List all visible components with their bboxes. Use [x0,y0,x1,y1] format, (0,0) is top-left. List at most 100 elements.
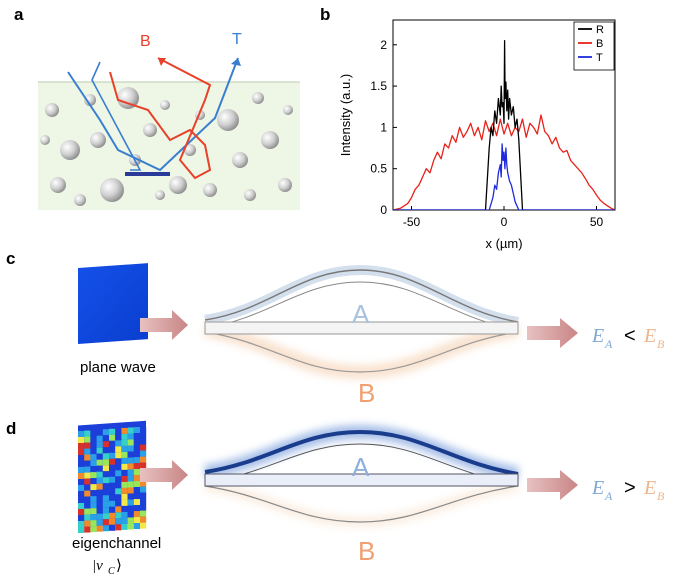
wavefront-cell [127,445,134,452]
junction-bar [204,473,519,487]
legend-label-r: R [596,24,604,36]
transmitted-ray-arrowhead [231,58,241,66]
series-line-t [393,143,615,210]
wavefront-cell [84,454,91,461]
wavefront-cell [84,448,91,455]
wavefront-cell [78,467,85,473]
wavefront-cell [133,427,140,434]
arm-b-lower [204,485,519,523]
wavefront-cell [102,525,109,532]
wavefront-cell [133,517,140,524]
wavefront-cell [90,466,97,473]
energy-b: E [643,325,656,347]
wavefront-cell [78,527,85,533]
particle [50,177,66,193]
wavefront-cell [90,514,97,521]
wavefront-cell [96,471,103,478]
wavefront-cell [115,512,122,519]
wavefront-cell [96,453,103,460]
wavefront-cell [115,518,122,525]
wavefront-cell [78,431,85,437]
eigenchannel-ket: |v C ⟩ [92,557,122,577]
wavefront-cell [96,489,103,496]
ket-close: ⟩ [116,557,122,574]
wavefront-cell [140,438,147,445]
particle [184,144,196,156]
wavefront-cell [102,459,109,466]
wavefront-cell [102,477,109,484]
y-tick-label: 0 [380,203,387,217]
wavefront-cell [127,469,134,476]
particle [143,123,157,137]
wavefront-cell [121,439,128,446]
backscattered-ray-arrowhead [158,58,166,66]
wavefront-cell [90,490,97,497]
series-line-r [393,40,615,210]
wavefront-cell [109,446,116,453]
wavefront-cell [109,458,116,465]
wavefront-cell [133,499,140,506]
x-tick-label: -50 [403,215,421,229]
legend-label-b: B [596,38,603,50]
wavefront-cell [133,469,140,476]
wavefront-cell [127,451,134,458]
wavefront-cell [102,501,109,508]
wavefront-cell [133,505,140,512]
wavefront-cell [115,524,122,531]
wavefront-cell [78,461,85,467]
arm-a-lower [204,281,519,331]
relation-operator: < [624,325,636,347]
particle [155,190,165,200]
target-bar [125,172,170,176]
wavefront-cell [84,490,91,497]
wavefront-cell [109,428,116,435]
ket-sub: C [108,566,115,577]
wavefront-cell [78,497,85,503]
wavefront-cell [115,446,122,453]
wavefront-cell [96,525,103,532]
wavefront-cell [121,481,128,488]
panel-d: d eigenchannel |v C ⟩ A B E A > E B [6,419,665,577]
x-axis-label: x (µm) [485,236,522,251]
particle [283,105,293,115]
arm-label-a: A [352,299,370,329]
wavefront-cell [109,512,116,519]
particle [60,140,80,160]
ray-label-t: T [232,31,242,48]
wavefront-cell [127,487,134,494]
energy-a: E [591,477,604,499]
energy-a: E [591,325,604,347]
wavefront-cell [140,504,147,511]
wavefront-cell [115,488,122,495]
wavefront-cell [96,519,103,526]
y-axis: 00.511.52 [370,38,397,217]
wavefront-cell [121,487,128,494]
wavefront-cell [140,432,147,439]
wavefront-cell [109,488,116,495]
wavefront-cell [127,457,134,464]
wavefront-cell [115,464,122,471]
energy-a-sub: A [604,337,613,351]
arm-label-b: B [358,378,375,408]
wavefront-cell [127,475,134,482]
wavefront-cell [78,515,85,521]
energy-b-sub: B [657,337,665,351]
legend-box [573,21,615,71]
wavefront-cell [96,435,103,442]
reflected-ray [91,61,142,171]
arm-b-glow [203,323,520,380]
wavefront-cell [102,513,109,520]
wavefront-cell [84,442,91,449]
wavefront-cell [109,494,116,501]
arm-b-glow [204,481,519,528]
series-line-b [393,114,615,210]
wavefront-cell [121,475,128,482]
wavefront-cell [109,440,116,447]
particle [45,103,59,117]
wavefront-cell [102,453,109,460]
arm-a-upper [204,269,519,323]
wavefront-cell [96,495,103,502]
output-arrow [527,318,578,348]
panel-label-a: a [14,5,24,24]
wavefront-cell [115,470,122,477]
